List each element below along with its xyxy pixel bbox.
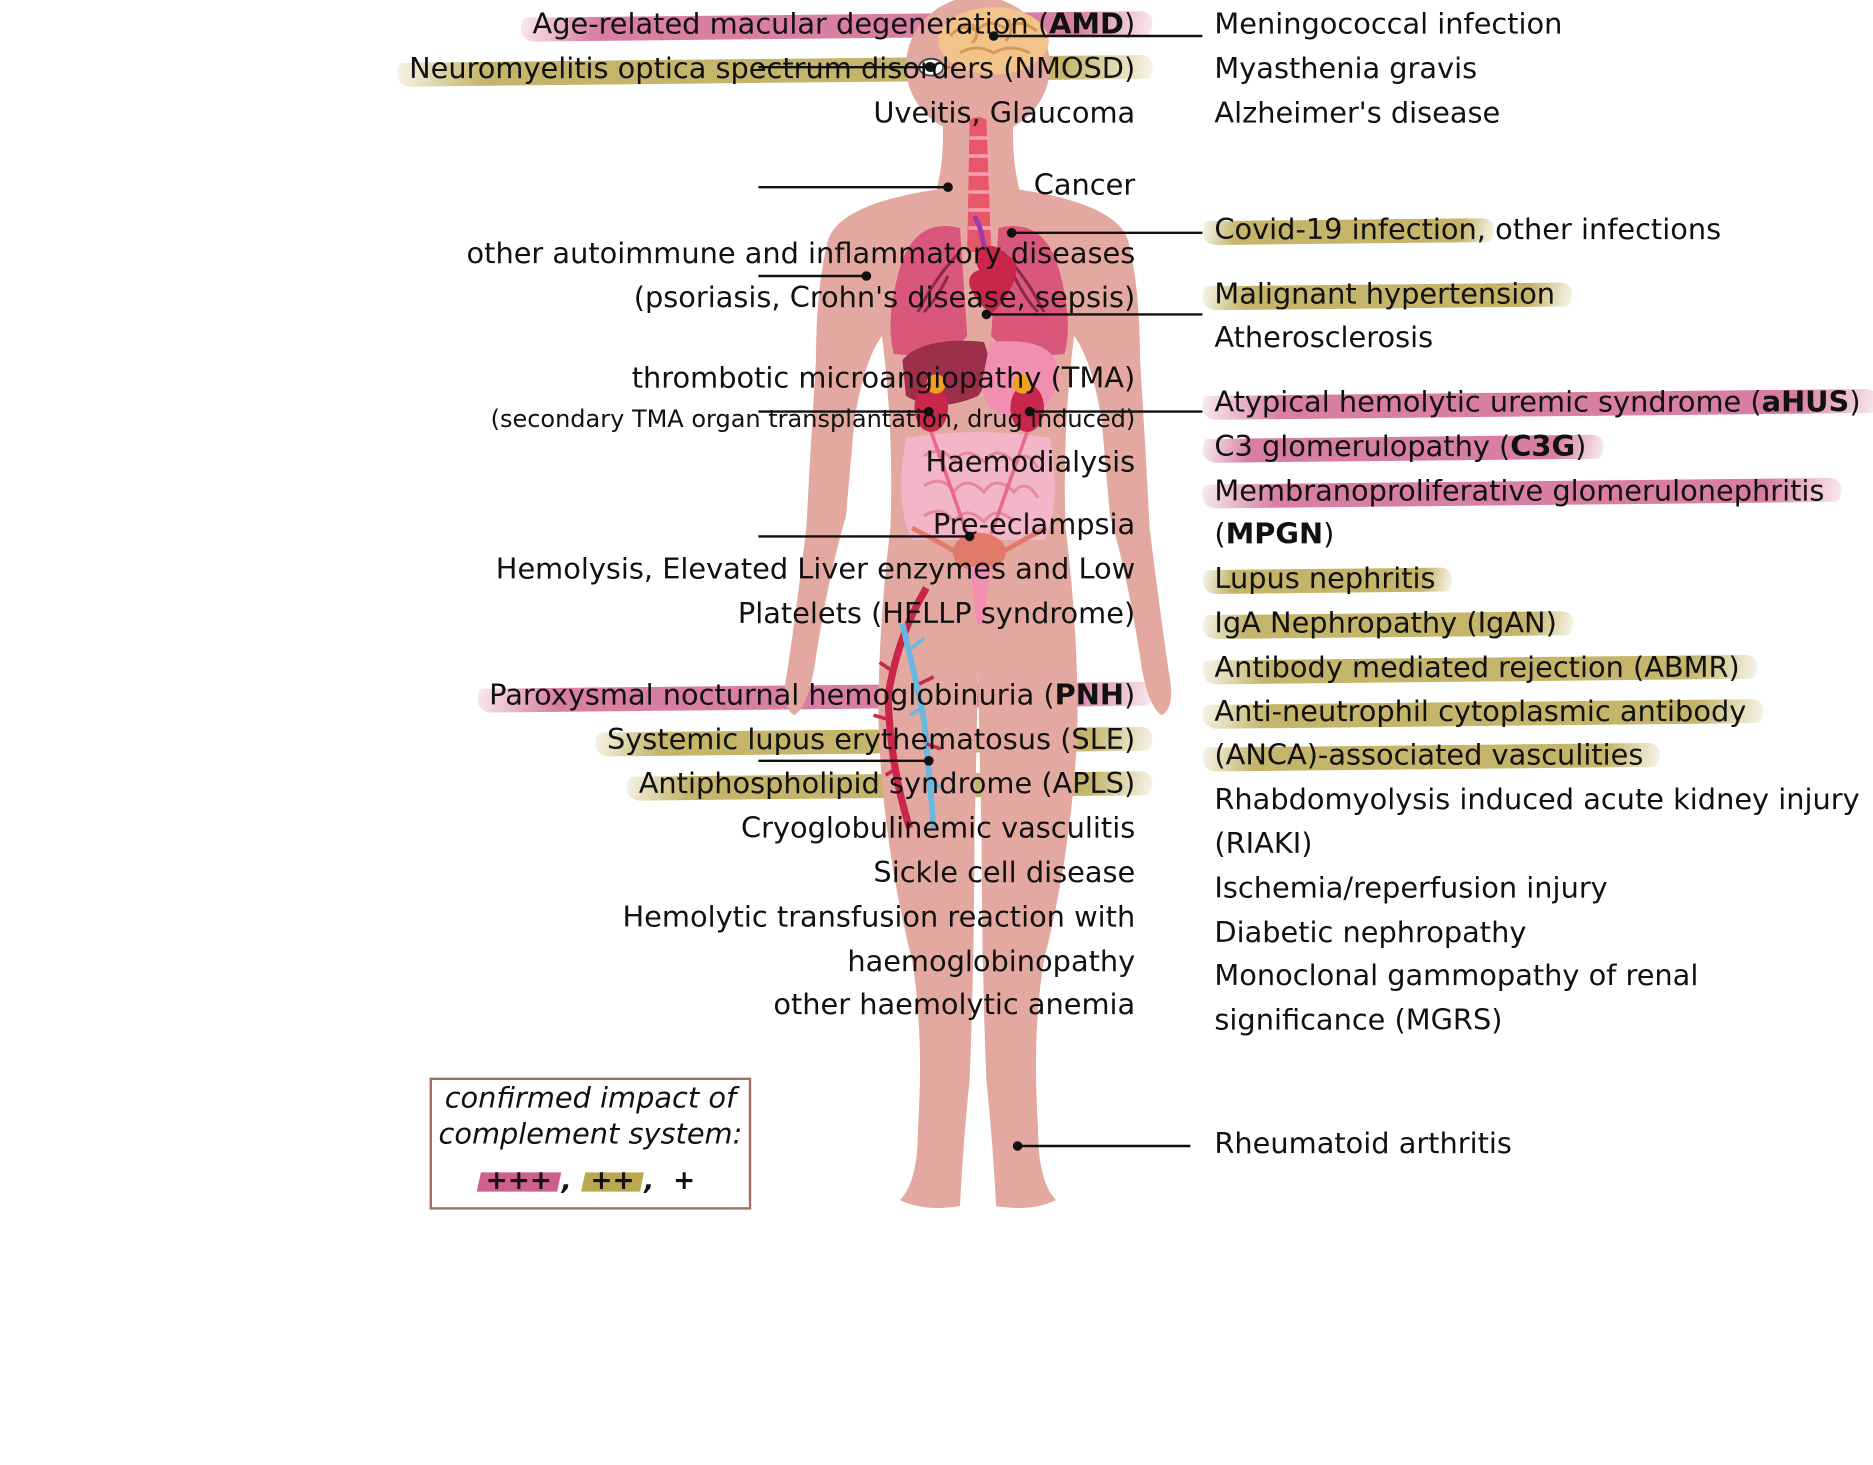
intestines-icon <box>901 431 1055 540</box>
human-body-illustration <box>758 0 1203 1209</box>
disease-label-covid: Covid-19 infection, other infections <box>1199 211 1721 247</box>
disease-label-rheumatoid: Rheumatoid arthritis <box>1214 1126 1512 1161</box>
disease-label-lupus-nephritis: Lupus nephritis <box>1199 560 1456 596</box>
disease-label-haemodialysis: Haemodialysis <box>925 445 1136 479</box>
disease-label-igan: IgA Nephropathy (IgAN) <box>1199 605 1577 641</box>
disease-label-myasthenia: Myasthenia gravis <box>1214 51 1478 86</box>
legend-key-strong: +++ <box>476 1164 562 1200</box>
disease-label-malignant-hypertension: Malignant hypertension <box>1199 276 1575 312</box>
disease-label-tma-detail: (secondary TMA organ transplantation, dr… <box>490 404 1136 434</box>
disease-label-mgrs: Monoclonal gammopathy of renal <box>1214 958 1699 993</box>
disease-label-riaki: Rhabdomyolysis induced acute kidney inju… <box>1214 782 1860 817</box>
disease-label-mpgn: Membranoproliferative glomerulonephritis <box>1199 473 1845 509</box>
disease-label-alzheimers: Alzheimer's disease <box>1214 96 1501 130</box>
disease-label-ischemia: Ischemia/reperfusion injury <box>1214 871 1608 905</box>
disease-label-transfusion: Hemolytic transfusion reaction with <box>622 900 1136 934</box>
disease-label-ahus: Atypical hemolytic uremic syndrome (aHUS… <box>1199 384 1873 420</box>
legend-title-line1: confirmed impact of <box>444 1081 737 1115</box>
disease-label-tma: thrombotic microangiopathy (TMA) <box>631 361 1136 395</box>
disease-label-apls: Antiphospholipid syndrome (APLS) <box>623 766 1155 802</box>
disease-label-mpgn-abbr: (MPGN) <box>1214 517 1335 551</box>
disease-label-meningococcal: Meningococcal infection <box>1214 7 1563 41</box>
blood-vessels-icon <box>873 586 942 830</box>
disease-label-c3g: C3 glomerulopathy (C3G) <box>1199 428 1607 464</box>
disease-label-pre-eclampsia: Pre-eclampsia <box>932 507 1136 542</box>
disease-label-autoimmune: other autoimmune and inflammatory diseas… <box>466 236 1136 270</box>
legend-key-weak: + <box>673 1166 696 1197</box>
disease-label-abmr: Antibody mediated rejection (ABMR) <box>1199 649 1760 685</box>
disease-label-hellp-cont: Platelets (HELLP syndrome) <box>737 596 1136 630</box>
left-leader-lines <box>758 62 975 766</box>
disease-label-cancer: Cancer <box>1033 168 1136 202</box>
heart-icon <box>969 214 1017 315</box>
legend-keys: +++, ++, + <box>432 1164 749 1200</box>
disease-label-haemolytic-anemia: other haemolytic anemia <box>773 987 1136 1022</box>
disease-label-mgrs-cont: significance (MGRS) <box>1214 1003 1503 1037</box>
disease-label-amd: Age-related macular degeneration (AMD) <box>517 6 1156 42</box>
disease-label-hellp: Hemolysis, Elevated Liver enzymes and Lo… <box>495 552 1136 586</box>
disease-label-anca-cont: (ANCA)-associated vasculities <box>1199 737 1664 773</box>
legend-box: confirmed impact of complement system: +… <box>429 1077 752 1210</box>
disease-label-sle: Systemic lupus erythematosus (SLE) <box>591 721 1156 757</box>
disease-label-anca: Anti-neutrophil cytoplasmic antibody <box>1199 694 1767 730</box>
disease-label-pnh: Paroxysmal nocturnal hemoglobinuria (PNH… <box>473 677 1156 713</box>
disease-label-diabetic-nephropathy: Diabetic nephropathy <box>1214 915 1527 950</box>
disease-label-nmosd: Neuromyelitis optica spectrum disorders … <box>393 50 1156 87</box>
uterus-icon <box>910 525 1048 624</box>
disease-label-cryoglobulinemic: Cryoglobulinemic vasculitis <box>741 811 1136 845</box>
disease-label-sickle-cell: Sickle cell disease <box>873 855 1136 890</box>
legend-title-line2: complement system: <box>438 1117 743 1151</box>
disease-label-haemoglobinopathy: haemoglobinopathy <box>847 944 1136 979</box>
disease-label-riaki-abbr: (RIAKI) <box>1214 826 1313 861</box>
disease-label-uveitis: Uveitis, Glaucoma <box>873 96 1136 130</box>
disease-label-autoimmune-detail: (psoriasis, Crohn's disease, sepsis) <box>633 280 1136 315</box>
right-leader-lines <box>981 31 1203 1151</box>
legend-key-medium: ++ <box>581 1164 644 1200</box>
disease-label-atherosclerosis: Atherosclerosis <box>1214 320 1434 354</box>
